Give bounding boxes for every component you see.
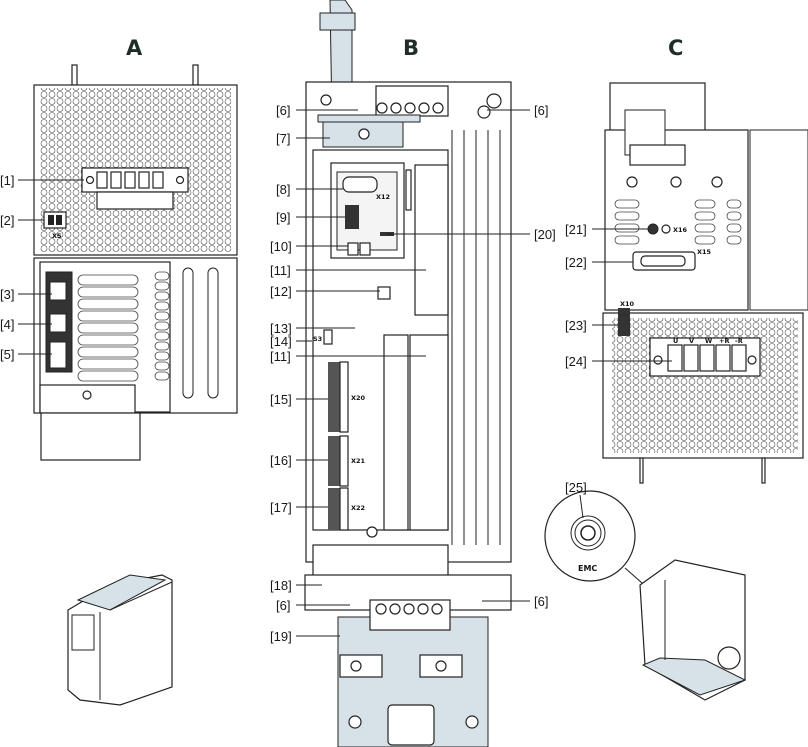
leader-lines: [18, 109, 672, 637]
ethernet-port-1: [49, 281, 67, 301]
dip-switches: [345, 205, 359, 229]
callout-24: [24]: [565, 354, 587, 369]
svg-text:X15: X15: [697, 248, 712, 256]
callout-18: [18]: [270, 578, 292, 593]
power-terminal-block: [81, 167, 189, 210]
view-c-device: X16 X15 X10 U V W +R -R: [602, 82, 808, 484]
view-a-device: X5: [33, 64, 238, 461]
emc-detail: EMC: [544, 490, 719, 651]
seven-segment-display-2: [359, 242, 371, 256]
callout-14: [14]: [270, 334, 292, 349]
callout-5: [5]: [0, 347, 14, 362]
view-a-isometric: [67, 574, 173, 706]
emc-screw-icon: [580, 525, 596, 541]
svg-text:U: U: [673, 337, 678, 345]
callout-23: [23]: [565, 318, 587, 333]
bottom-screw-terminals: [375, 603, 443, 615]
svg-text:X20: X20: [351, 394, 366, 402]
heatsink-fins: [451, 130, 501, 545]
callout-20: [20]: [534, 227, 556, 242]
svg-text:S3: S3: [313, 335, 322, 343]
callout-7: [7]: [276, 131, 290, 146]
view-title-c: C: [668, 36, 683, 60]
svg-text:-R: -R: [735, 337, 743, 345]
switch-s3: [323, 329, 333, 345]
sub-d-connector-x12: [342, 176, 378, 193]
callout-1: [1]: [0, 173, 14, 188]
callout-16: [16]: [270, 453, 292, 468]
callout-4: [4]: [0, 317, 14, 332]
callout-6-bottom-left: [6]: [276, 598, 290, 613]
callout-15: [15]: [270, 392, 292, 407]
svg-text:X10: X10: [620, 300, 635, 308]
callout-labels: [1] [2] [3] [4] [5] [6] [6] [7] [8] [9] …: [0, 103, 587, 644]
top-screw-terminals: [376, 102, 444, 114]
svg-text:X22: X22: [351, 504, 365, 512]
svg-text:+R: +R: [719, 337, 729, 345]
callout-6-top-right: [6]: [534, 103, 548, 118]
svg-text:X16: X16: [673, 226, 688, 234]
detail-marker: [717, 646, 741, 670]
terminal-strip-x20: [328, 362, 340, 432]
callout-10: [10]: [270, 239, 292, 254]
io-connector: [49, 341, 67, 369]
svg-text:X12: X12: [376, 193, 390, 201]
ethernet-port-2: [49, 313, 67, 333]
callout-12: [12]: [270, 284, 292, 299]
terminal-strip-x21: [328, 436, 340, 486]
seven-segment-display-1: [347, 242, 359, 256]
callout-19: [19]: [270, 629, 292, 644]
callout-6-bottom-right: [6]: [534, 594, 548, 609]
connector-x10: [618, 308, 630, 336]
callout-25: [25]: [565, 480, 587, 495]
view-c-isometric: [639, 559, 747, 701]
svg-text:V: V: [689, 337, 694, 345]
callout-2: [2]: [0, 213, 14, 228]
motor-terminal-block: U V W +R -R: [649, 337, 761, 377]
callout-11-top: [11]: [270, 263, 291, 278]
svg-text:X21: X21: [351, 457, 366, 465]
terminal-strip-x22: [328, 488, 340, 530]
callout-6-top-left: [6]: [276, 103, 290, 118]
svg-text:X5: X5: [52, 232, 62, 240]
svg-text:W: W: [705, 337, 712, 345]
callout-17: [17]: [270, 500, 292, 515]
svg-text:EMC: EMC: [578, 564, 597, 573]
callout-9: [9]: [276, 210, 290, 225]
callout-3: [3]: [0, 287, 14, 302]
view-b-device: X12 S3 X20 X21 X22: [304, 0, 512, 747]
callout-22: [22]: [565, 255, 587, 270]
callout-11-bottom: [11]: [270, 349, 291, 364]
callout-8: [8]: [276, 182, 290, 197]
coax-connector-x16: [647, 223, 659, 235]
top-screw-row-c: [626, 176, 723, 188]
callout-21: [21]: [565, 222, 587, 237]
view-title-b: B: [403, 36, 419, 60]
view-title-a: A: [126, 36, 143, 60]
callout-13: [13]: [270, 321, 292, 336]
